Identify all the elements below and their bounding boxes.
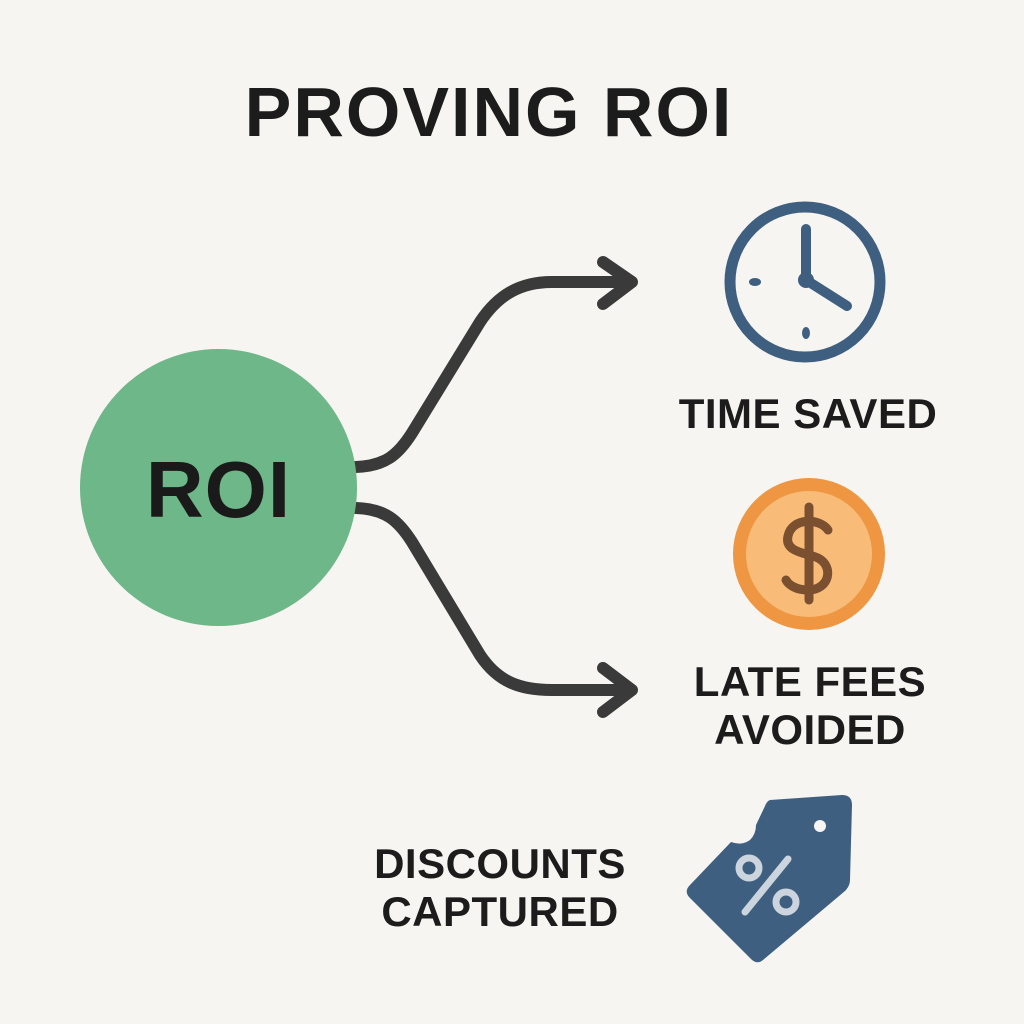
roi-label: ROI bbox=[145, 444, 292, 534]
clock-icon bbox=[724, 201, 886, 363]
late-fees-line2: AVOIDED bbox=[714, 706, 906, 753]
late-fees-line1: LATE FEES bbox=[693, 658, 927, 705]
discounts-line1: DISCOUNTS bbox=[374, 840, 626, 887]
late-fees-label: LATE FEES AVOIDED bbox=[660, 658, 960, 754]
discounts-label: DISCOUNTS CAPTURED bbox=[340, 840, 660, 936]
dollar-coin-icon bbox=[733, 478, 885, 630]
roi-circle: ROI bbox=[80, 349, 357, 626]
time-saved-text: TIME SAVED bbox=[678, 390, 938, 437]
page-title: PROVING ROI bbox=[244, 73, 734, 151]
arrow-to-late-fees bbox=[350, 502, 638, 718]
time-saved-label: TIME SAVED bbox=[650, 390, 966, 438]
discounts-line2: CAPTURED bbox=[381, 888, 619, 935]
percent-tag-icon bbox=[686, 795, 852, 963]
arrow-to-time-saved bbox=[350, 256, 638, 473]
